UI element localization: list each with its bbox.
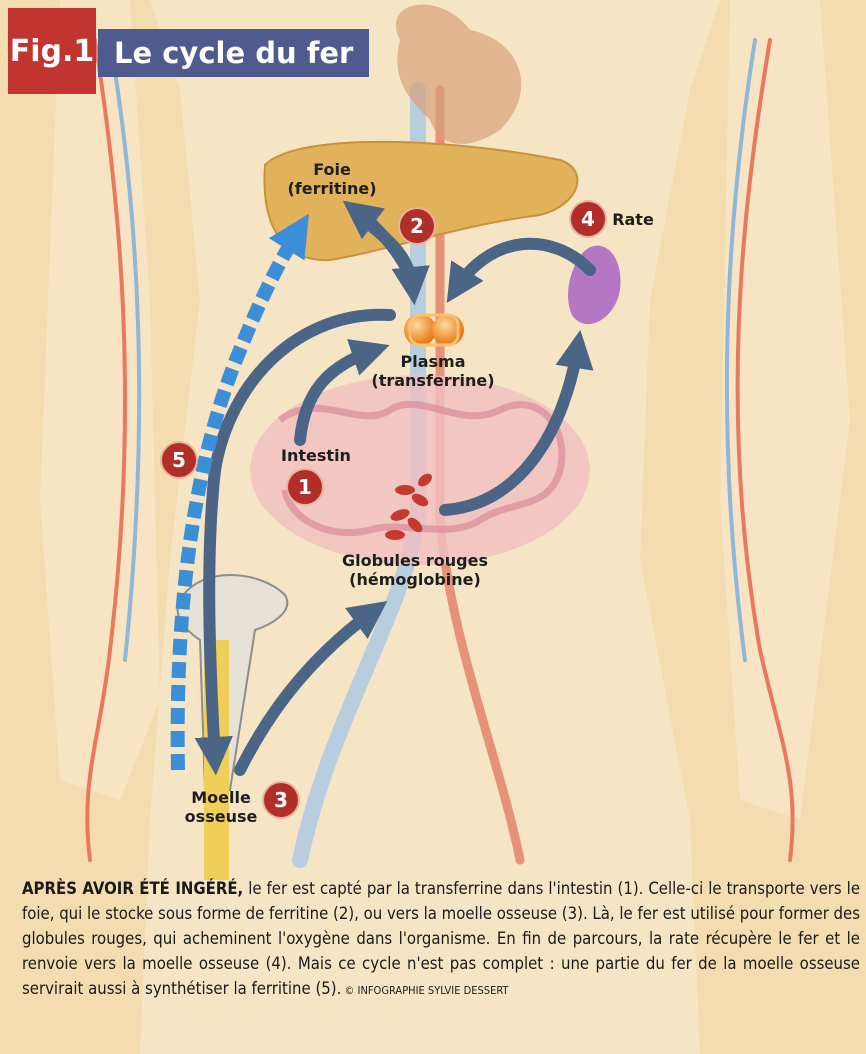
label-spleen: Rate [608,210,658,229]
label-bone-marrow-line2: osseuse [176,807,266,826]
label-red-blood-cells-line2: (hémoglobine) [330,570,500,589]
figure-title: Le cycle du fer [98,29,369,77]
label-liver-line2: (ferritine) [282,179,382,198]
label-bone-marrow: Moelle osseuse [176,788,266,826]
label-plasma-line2: (transferrine) [368,371,498,390]
label-red-blood-cells-line1: Globules rouges [330,551,500,570]
label-red-blood-cells: Globules rouges (hémoglobine) [330,551,500,589]
step-1-marker: 1 [288,470,322,504]
step-3-marker: 3 [264,783,298,817]
figure-caption: APRÈS AVOIR ÉTÉ INGÉRÉ, le fer est capté… [22,876,860,1003]
caption-credit: © INFOGRAPHIE SYLVIE DESSERT [341,984,508,997]
step-4-marker: 4 [571,202,605,236]
label-plasma: Plasma (transferrine) [368,352,498,390]
figure-number-badge: Fig.1 [8,8,96,94]
label-plasma-line1: Plasma [368,352,498,371]
label-bone-marrow-line1: Moelle [176,788,266,807]
label-intestine: Intestin [276,446,356,465]
step-5-marker: 5 [162,443,196,477]
label-liver: Foie (ferritine) [282,160,382,198]
step-2-marker: 2 [400,209,434,243]
caption-lead: APRÈS AVOIR ÉTÉ INGÉRÉ, [22,879,243,898]
label-liver-line1: Foie [282,160,382,179]
